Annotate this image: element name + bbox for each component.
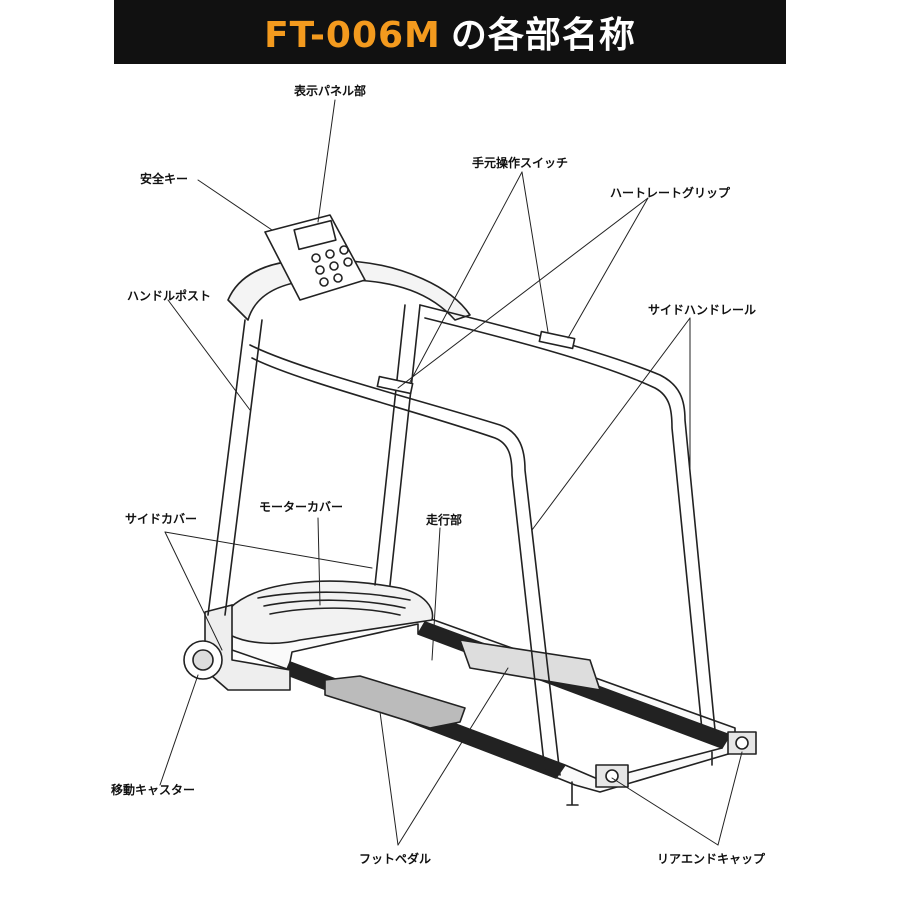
- label-rear-end-cap: リアエンドキャップ: [657, 852, 766, 866]
- label-heart-rate-grip: ハートレートグリップ: [610, 186, 731, 200]
- model-name: FT-006M: [264, 15, 441, 56]
- label-display-panel: 表示パネル部: [294, 84, 367, 98]
- handle-post-right: [374, 304, 421, 586]
- heart-rate-grip-right: [538, 330, 576, 350]
- label-side-handrail: サイドハンドレール: [648, 303, 757, 317]
- label-safety-key: 安全キー: [140, 172, 189, 186]
- label-caster: 移動キャスター: [111, 783, 196, 797]
- side-handrail-left: [249, 344, 561, 776]
- handle-post-left: [207, 319, 263, 616]
- label-running-part: 走行部: [426, 513, 463, 527]
- label-foot-pedal: フットペダル: [359, 852, 432, 866]
- foot-pedal-shape: [324, 675, 466, 729]
- side-handrail-right: [419, 304, 716, 731]
- label-side-cover: サイドカバー: [125, 512, 198, 526]
- label-motor-cover: モーターカバー: [259, 500, 344, 514]
- motor-cover-shape: [229, 580, 434, 645]
- heart-rate-grip-left: [376, 375, 414, 395]
- label-handle-post: ハンドルポスト: [127, 289, 212, 303]
- label-hand-switch: 手元操作スイッチ: [472, 156, 569, 170]
- title-suffix: の各部名称: [450, 15, 636, 56]
